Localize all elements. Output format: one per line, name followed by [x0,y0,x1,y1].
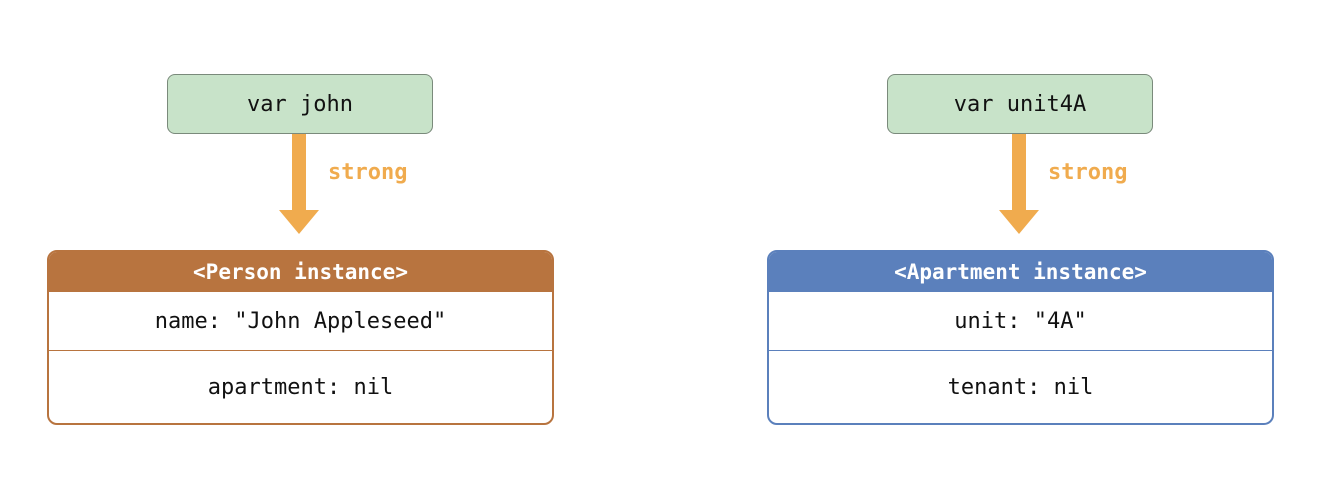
strong-reference-arrow-left [279,134,319,234]
variable-john: var john [167,74,433,134]
person-instance-title: <Person instance> [49,252,552,292]
apartment-instance-box: <Apartment instance> unit: "4A" tenant: … [767,250,1274,425]
apartment-tenant-property: tenant: nil [947,375,1094,400]
person-instance-box: <Person instance> name: "John Appleseed"… [47,250,554,425]
strong-label-left: strong [328,160,408,185]
person-apartment-property: apartment: nil [207,375,394,400]
strong-reference-arrow-right [999,134,1039,234]
apartment-instance-title: <Apartment instance> [769,252,1272,292]
person-name-property: name: "John Appleseed" [49,292,552,351]
variable-unit4A: var unit4A [887,74,1153,134]
strong-label-right: strong [1048,160,1128,185]
apartment-unit-property: unit: "4A" [769,292,1272,351]
